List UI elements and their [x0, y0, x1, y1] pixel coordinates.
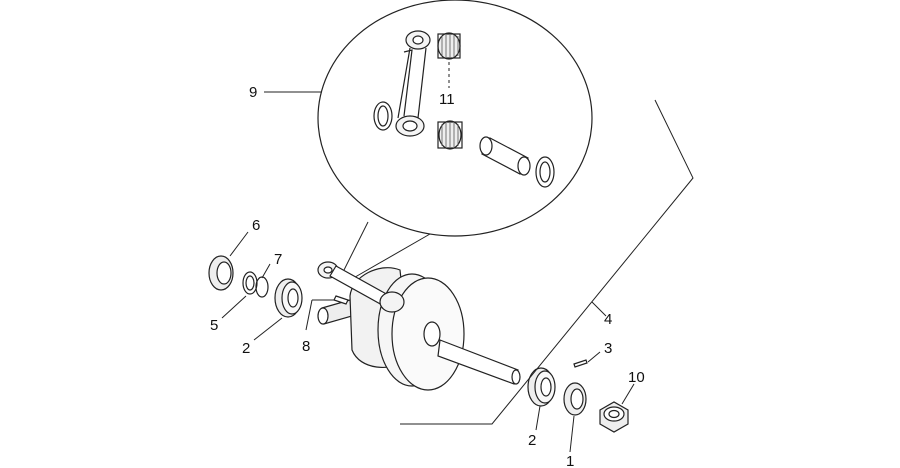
callout-labels: 9 11 6 7 5 2 8 4 3 10 2 1 [210, 84, 645, 468]
oil-seal-right [563, 382, 587, 416]
callout-9: 9 [249, 84, 257, 101]
detail-washer-left [373, 101, 393, 131]
small-pin [573, 359, 588, 368]
bushing [599, 401, 629, 433]
detail-small-needle-bearing [437, 32, 461, 88]
callout-4: 4 [604, 311, 612, 328]
bearing-left [274, 278, 303, 318]
callout-5: 5 [210, 317, 218, 334]
detail-bubble [317, 0, 593, 281]
circlip-left [255, 276, 269, 298]
leader-lines [221, 91, 694, 453]
bearing-right [527, 367, 556, 407]
callout-7: 7 [274, 251, 282, 268]
callout-2-right: 2 [528, 432, 536, 449]
callout-3: 3 [604, 340, 612, 357]
callout-8: 8 [302, 338, 310, 355]
detail-crank-pin [479, 136, 531, 176]
callout-11: 11 [439, 91, 455, 108]
woodruff-key [333, 295, 349, 305]
callout-6: 6 [252, 217, 260, 234]
shim-ring-left [242, 271, 258, 295]
oil-seal-left [208, 255, 234, 291]
detail-washer-right [535, 156, 555, 188]
detail-connecting-rod [395, 30, 431, 137]
crankshaft-assembly [317, 261, 521, 391]
detail-big-needle-bearing [437, 120, 463, 150]
callout-1: 1 [566, 453, 574, 468]
callout-10: 10 [628, 369, 645, 386]
callout-2-left: 2 [242, 340, 250, 357]
